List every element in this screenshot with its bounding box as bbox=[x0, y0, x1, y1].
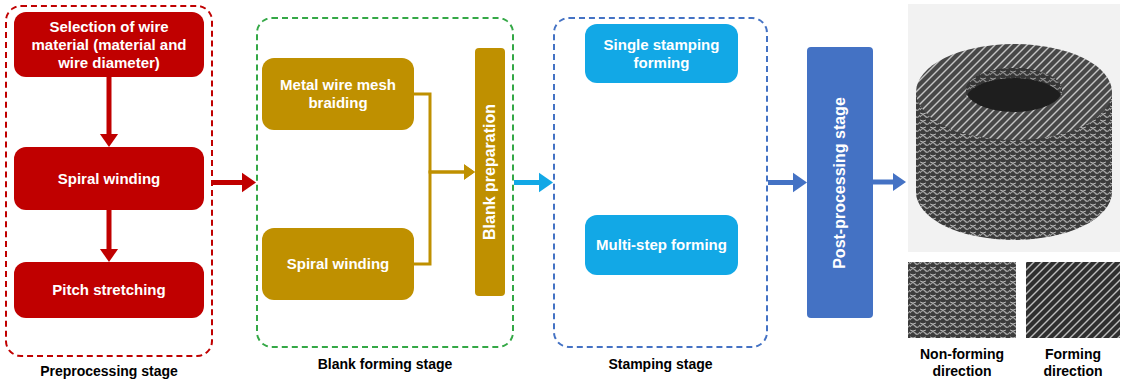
arrow-head bbox=[793, 173, 807, 193]
box-label: Spiral winding bbox=[58, 170, 161, 188]
process-box: Blank preparation bbox=[475, 48, 505, 296]
arrow-line bbox=[107, 210, 112, 250]
arrow-head bbox=[539, 173, 553, 193]
box-label: Selection of wire material (material and… bbox=[20, 18, 198, 72]
flow-arrow bbox=[514, 173, 553, 193]
photo-caption: Non-forming direction bbox=[910, 346, 1014, 380]
arrow-line bbox=[514, 180, 540, 185]
arrow-line bbox=[107, 77, 112, 135]
arrow-head bbox=[464, 164, 475, 179]
box-label: Blank preparation bbox=[481, 104, 499, 240]
process-box: Spiral winding bbox=[14, 147, 204, 210]
flow-arrow bbox=[414, 164, 475, 264]
photo-ground bbox=[908, 4, 1120, 252]
box-label: Metal wire mesh braiding bbox=[268, 76, 408, 112]
process-box: Selection of wire material (material and… bbox=[14, 12, 204, 77]
process-box: Metal wire mesh braiding bbox=[262, 58, 414, 130]
box-label: Pitch stretching bbox=[52, 281, 165, 299]
box-label: Spiral winding bbox=[287, 255, 390, 273]
stage-group: Blank forming stageMetal wire mesh braid… bbox=[256, 17, 514, 348]
output-arrow bbox=[873, 180, 893, 185]
stage-group: Preprocessing stageSelection of wire mat… bbox=[5, 5, 213, 357]
flow-arrow bbox=[100, 77, 118, 147]
arrow-line bbox=[414, 94, 465, 172]
process-box: Pitch stretching bbox=[14, 262, 204, 318]
stage-heading: Preprocessing stage bbox=[0, 363, 231, 380]
box-label: Single stamping forming bbox=[591, 36, 732, 72]
arrow-head bbox=[893, 173, 906, 191]
stage-heading: Blank forming stage bbox=[238, 356, 532, 373]
box-label: Multi-step forming bbox=[596, 236, 727, 254]
flow-arrow bbox=[414, 94, 475, 180]
process-box: Multi-step forming bbox=[585, 215, 738, 275]
arrow-head bbox=[464, 164, 475, 179]
photo-caption: Forming direction bbox=[1021, 346, 1124, 380]
arrow-head bbox=[242, 173, 256, 193]
ring-hole bbox=[966, 68, 1062, 112]
box-label: Post-processing stage bbox=[831, 97, 849, 269]
arrow-line bbox=[414, 172, 465, 264]
detail-photo bbox=[908, 262, 1016, 338]
flow-arrow bbox=[100, 210, 118, 262]
stage-group: Stamping stageSingle stamping formingMul… bbox=[553, 17, 768, 348]
process-box: Single stamping forming bbox=[585, 24, 738, 83]
process-box: Spiral winding bbox=[262, 228, 414, 300]
arrow-head bbox=[100, 134, 118, 147]
ring-top bbox=[916, 44, 1112, 140]
flow-arrow bbox=[213, 173, 256, 193]
flow-arrow bbox=[768, 173, 807, 193]
process-box: Post-processing stage bbox=[807, 47, 873, 318]
stage-heading: Stamping stage bbox=[535, 356, 786, 373]
detail-photo bbox=[1026, 262, 1120, 338]
arrow-head bbox=[100, 249, 118, 262]
arrow-line bbox=[213, 180, 243, 185]
arrow-line bbox=[768, 180, 794, 185]
